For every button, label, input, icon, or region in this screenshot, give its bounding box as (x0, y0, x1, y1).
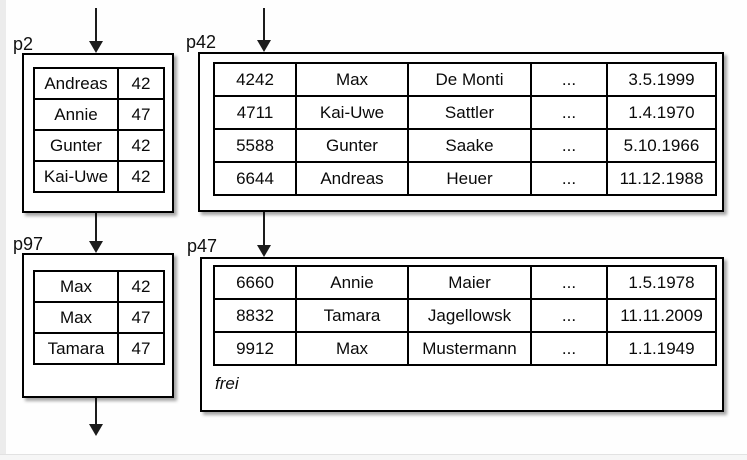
table-cell: 42 (117, 129, 165, 162)
table-cell: Max (295, 62, 409, 97)
arrow-shaft (95, 213, 97, 241)
table-cell: Tamara (295, 298, 409, 333)
table-cell: 47 (117, 332, 165, 365)
table-cell: 1.5.1978 (606, 265, 717, 300)
table-cell: Andreas (33, 67, 119, 100)
table-cell: 1.4.1970 (606, 95, 717, 130)
arrow-head (257, 40, 271, 52)
arrow-head (89, 424, 103, 436)
table-cell: 6644 (213, 161, 297, 196)
table-cell: 42 (117, 270, 165, 303)
table-cell: Max (295, 331, 409, 366)
arrow-head (89, 41, 103, 53)
page-label-p47: p47 (187, 236, 218, 256)
table-cell: ... (530, 331, 608, 366)
table-cell: Max (33, 270, 119, 303)
table-cell: Gunter (33, 129, 119, 162)
page-label-p42: p42 (186, 32, 217, 52)
table-cell: De Monti (407, 62, 532, 97)
arrow-p42-to-p47-icon (257, 212, 271, 257)
table-cell: ... (530, 161, 608, 196)
table-cell: Gunter (295, 128, 409, 163)
arrow-shaft (263, 212, 265, 245)
table-cell: 11.12.1988 (606, 161, 717, 196)
table-cell: 3.5.1999 (606, 62, 717, 97)
table-cell: 42 (117, 67, 165, 100)
table-cell: Kai-Uwe (295, 95, 409, 130)
table-cell: Andreas (295, 161, 409, 196)
page-label-p97: p97 (13, 234, 44, 254)
table-cell: 5588 (213, 128, 297, 163)
table-cell: 5.10.1966 (606, 128, 717, 163)
page-label-p2: p2 (13, 34, 34, 54)
table-cell: Mustermann (407, 331, 532, 366)
page-bottom-edge (0, 454, 747, 460)
table-cell: 4242 (213, 62, 297, 97)
table-cell: ... (530, 95, 608, 130)
table-cell: Sattler (407, 95, 532, 130)
table-cell: 11.11.2009 (606, 298, 717, 333)
arrow-into-p2-icon (89, 8, 103, 53)
table-cell: 4711 (213, 95, 297, 130)
free-space-label: frei (215, 374, 239, 393)
table-cell: Saake (407, 128, 532, 163)
table-cell: 42 (117, 160, 165, 193)
table-cell: Annie (33, 98, 119, 131)
table-cell: 8832 (213, 298, 297, 333)
arrow-head (89, 241, 103, 253)
table-cell: Maier (407, 265, 532, 300)
arrow-p97-onward-icon (89, 397, 103, 436)
arrow-shaft (95, 8, 97, 41)
table-cell: Annie (295, 265, 409, 300)
table-cell: Jagellowsk (407, 298, 532, 333)
arrow-head (257, 245, 271, 257)
table-cell: 9912 (213, 331, 297, 366)
table-cell: 1.1.1949 (606, 331, 717, 366)
table-cell: ... (530, 128, 608, 163)
page-left-edge (0, 0, 6, 460)
table-cell: ... (530, 62, 608, 97)
table-cell: Heuer (407, 161, 532, 196)
table-cell: 47 (117, 98, 165, 131)
table-cell: 47 (117, 301, 165, 334)
arrow-into-p42-icon (257, 8, 271, 52)
table-cell: ... (530, 265, 608, 300)
arrow-shaft (95, 397, 97, 424)
table-cell: 6660 (213, 265, 297, 300)
table-cell: Kai-Uwe (33, 160, 119, 193)
table-cell: Tamara (33, 332, 119, 365)
table-cell: ... (530, 298, 608, 333)
arrow-p2-to-p97-icon (89, 213, 103, 253)
table-cell: Max (33, 301, 119, 334)
arrow-shaft (263, 8, 265, 40)
